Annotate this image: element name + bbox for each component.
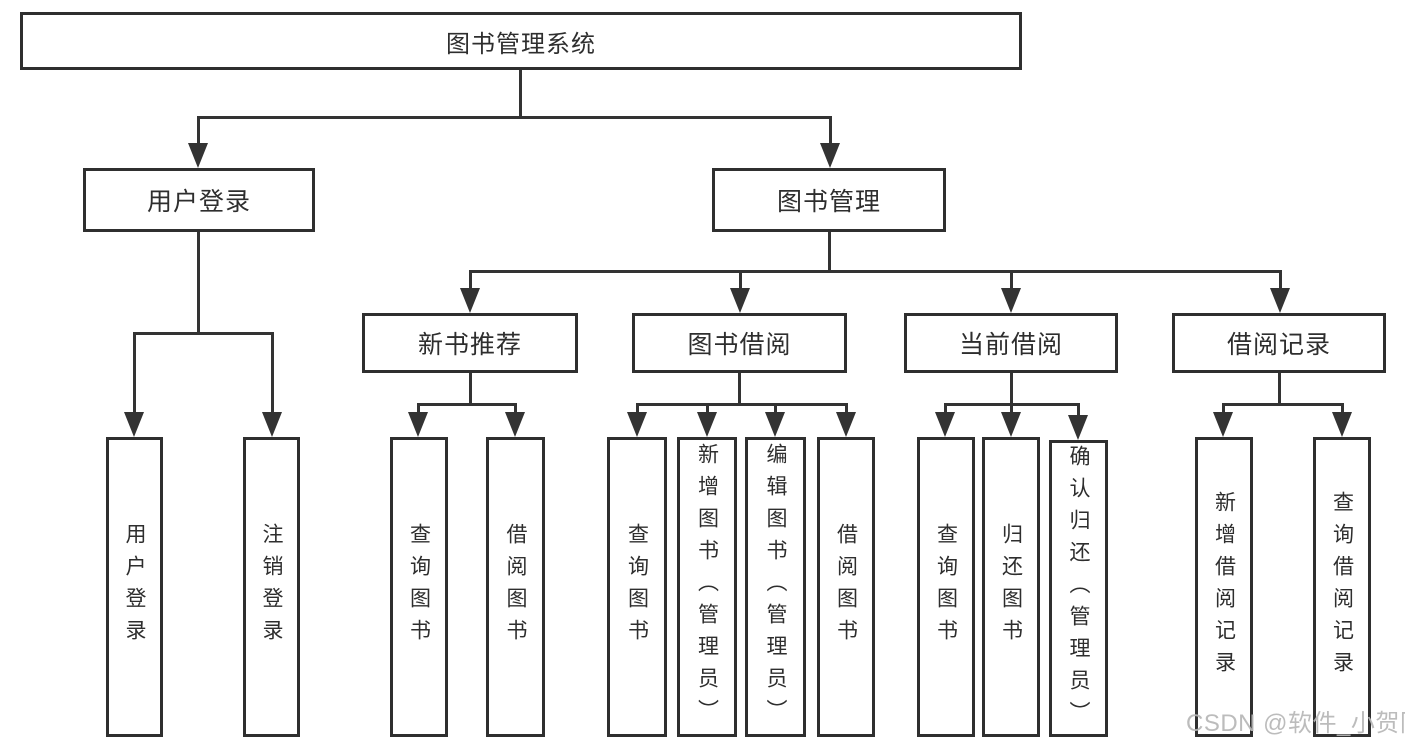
node-user-login: 用户登录 — [83, 168, 315, 232]
arrowhead-down-icon — [1332, 412, 1352, 437]
connector-stem — [828, 232, 831, 273]
node-label: 图书借阅 — [687, 331, 792, 359]
connector-stem — [944, 403, 947, 415]
node-label: 图书管理 — [776, 188, 881, 216]
node-label: 借阅图书 — [834, 523, 858, 651]
arrowhead-down-icon — [1001, 288, 1021, 313]
leaf-edit-books-admin: 编辑图书（管理员） — [745, 437, 806, 737]
node-label: 图书管理系统 — [446, 30, 596, 58]
connector-stem — [514, 403, 517, 415]
connector-stem — [829, 116, 832, 145]
connector-line — [417, 403, 517, 406]
connector-stem — [845, 403, 848, 415]
connector-stem — [1222, 403, 1225, 415]
leaf-confirm-return-admin: 确认归还（管理员） — [1049, 440, 1108, 737]
node-label: 借阅记录 — [1226, 331, 1331, 359]
connector-stem — [1010, 270, 1013, 290]
node-book-management: 图书管理 — [712, 168, 946, 232]
arrowhead-down-icon — [1213, 412, 1233, 437]
node-new-book-recommendation: 新书推荐 — [362, 313, 578, 373]
node-library-system: 图书管理系统 — [20, 12, 1022, 70]
leaf-borrow-books-recommend: 借阅图书 — [486, 437, 545, 737]
connector-stem — [636, 403, 639, 415]
connector-stem — [133, 332, 136, 414]
connector-stem — [739, 270, 742, 290]
leaf-logout: 注销登录 — [243, 437, 300, 737]
arrowhead-down-icon — [697, 412, 717, 437]
connector-stem — [1278, 373, 1281, 406]
arrowhead-down-icon — [1001, 412, 1021, 437]
leaf-borrow-books-borrowing: 借阅图书 — [817, 437, 875, 737]
node-label: 注销登录 — [260, 523, 283, 651]
node-label: 新增借阅记录 — [1212, 491, 1236, 683]
connector-stem — [1279, 270, 1282, 290]
arrowhead-down-icon — [935, 412, 955, 437]
connector-stem — [1010, 373, 1013, 406]
arrowhead-down-icon — [765, 412, 785, 437]
node-borrowing-records: 借阅记录 — [1172, 313, 1386, 373]
connector-stem — [706, 403, 709, 415]
connector-line — [1222, 403, 1344, 406]
arrowhead-down-icon — [408, 412, 428, 437]
node-label: 用户登录 — [146, 188, 251, 216]
node-book-borrowing: 图书借阅 — [632, 313, 847, 373]
arrowhead-down-icon — [188, 143, 208, 168]
node-label: 查询图书 — [625, 523, 649, 651]
arrowhead-down-icon — [836, 412, 856, 437]
node-label: 查询图书 — [407, 523, 431, 651]
arrowhead-down-icon — [820, 143, 840, 168]
watermark: CSDN @软件_小贺同学 — [1186, 710, 1405, 737]
arrowhead-down-icon — [730, 288, 750, 313]
connector-stem — [417, 403, 420, 415]
arrowhead-down-icon — [1068, 415, 1088, 440]
node-label: 归还图书 — [999, 523, 1023, 651]
connector-stem — [271, 332, 274, 414]
connector-stem — [469, 270, 472, 290]
leaf-add-borrow-record: 新增借阅记录 — [1195, 437, 1253, 737]
leaf-user-login: 用户登录 — [106, 437, 163, 737]
arrowhead-down-icon — [1270, 288, 1290, 313]
connector-stem — [197, 116, 200, 145]
node-label: 当前借阅 — [958, 331, 1063, 359]
arrowhead-down-icon — [505, 412, 525, 437]
node-current-borrowing: 当前借阅 — [904, 313, 1118, 373]
connector-line — [469, 270, 1282, 273]
leaf-query-books-current: 查询图书 — [917, 437, 975, 737]
connector-stem — [1010, 403, 1013, 415]
leaf-query-books-borrowing: 查询图书 — [607, 437, 667, 737]
node-label: 查询图书 — [934, 523, 958, 651]
connector-stem — [197, 232, 200, 335]
leaf-query-borrow-record: 查询借阅记录 — [1313, 437, 1371, 737]
connector-stem — [519, 70, 522, 117]
node-label: 编辑图书（管理员） — [764, 443, 787, 731]
arrowhead-down-icon — [124, 412, 144, 437]
connector-line — [636, 403, 847, 406]
arrowhead-down-icon — [262, 412, 282, 437]
connector-stem — [738, 373, 741, 406]
connector-line — [133, 332, 274, 335]
arrowhead-down-icon — [627, 412, 647, 437]
node-label: 确认归还（管理员） — [1067, 444, 1090, 733]
node-label: 用户登录 — [123, 523, 146, 651]
leaf-add-books-admin: 新增图书（管理员） — [677, 437, 737, 737]
leaf-return-books: 归还图书 — [982, 437, 1040, 737]
node-label: 新增图书（管理员） — [695, 443, 719, 731]
connector-stem — [1077, 403, 1080, 415]
node-label: 查询借阅记录 — [1330, 491, 1354, 683]
arrowhead-down-icon — [460, 288, 480, 313]
connector-stem — [774, 403, 777, 415]
connector-stem — [1341, 403, 1344, 415]
connector-line — [197, 116, 832, 119]
node-label: 借阅图书 — [504, 523, 527, 651]
connector-stem — [469, 373, 472, 406]
node-label: 新书推荐 — [417, 331, 522, 359]
leaf-query-books-recommend: 查询图书 — [390, 437, 448, 737]
